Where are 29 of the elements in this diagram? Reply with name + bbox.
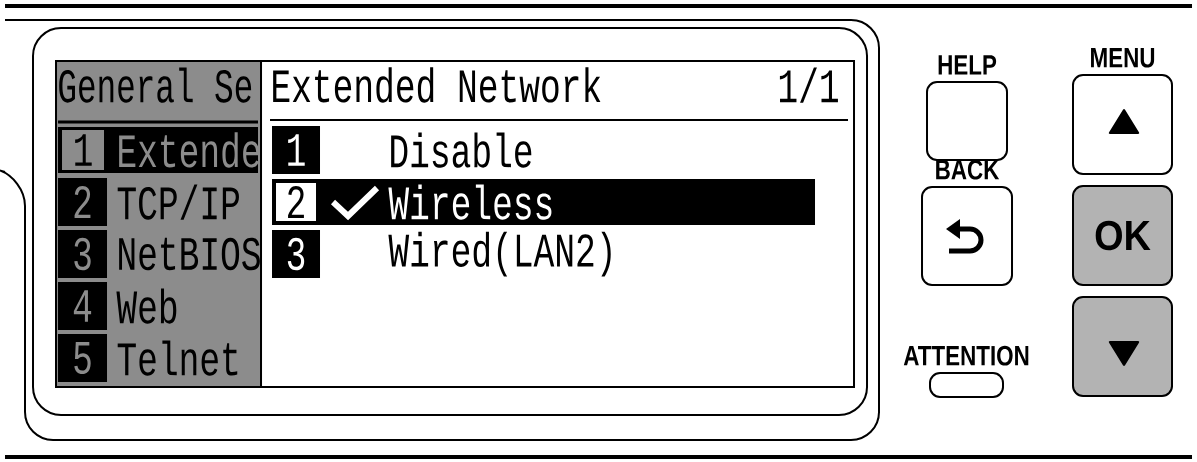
menu-item: Web [116, 288, 177, 324]
menu-title: General Se [59, 67, 252, 103]
number-badge: 1 [62, 130, 104, 170]
menu-item: TCP/IP [117, 184, 239, 220]
number-badge: 2 [58, 178, 107, 226]
button [1072, 296, 1173, 397]
button: OK [1072, 185, 1173, 286]
node-label: BACK [936, 159, 1000, 180]
number-badge: 5 [58, 334, 107, 382]
menu-item: Extende [119, 132, 260, 168]
option-item: Wireless [388, 184, 552, 220]
node-label: MENU [1091, 48, 1155, 68]
button: HELP [926, 55, 1008, 161]
option-item: Wired(LAN2) [388, 231, 611, 277]
node-label: HELP [938, 55, 997, 75]
menu-item: NetBIOS [119, 237, 260, 271]
button: BACK [921, 159, 1013, 286]
button: ATTENTION [903, 345, 1029, 398]
number-badge: 2 [276, 183, 316, 221]
node-label: ATTENTION [903, 345, 1029, 366]
number-badge: 3 [58, 230, 107, 278]
button: MENU [1072, 48, 1173, 175]
page-number: 1/1 [779, 67, 838, 103]
number-badge: 1 [272, 126, 320, 174]
option-item: Disable [391, 132, 532, 168]
number-badge: 3 [272, 230, 320, 278]
menu-item: Telnet [117, 340, 238, 376]
number-badge: 4 [58, 282, 107, 330]
screen-title: Extended Network [273, 67, 601, 103]
